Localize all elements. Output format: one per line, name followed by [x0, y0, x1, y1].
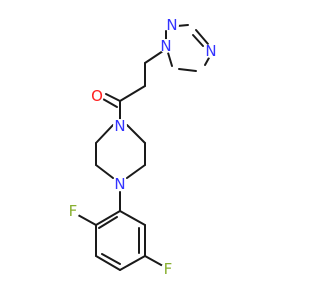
bond-ar-f1 [77, 214, 97, 226]
atom-n-piperazine-2: N [113, 175, 127, 193]
piperazine-ring [95, 124, 146, 179]
bond-ch2-carbonyl [119, 85, 146, 102]
atom-label-n-piperazine-2: N [114, 175, 125, 193]
atom-label-f-ortho: F [69, 202, 78, 220]
atom-n-triazole-3: N [165, 16, 179, 34]
bond-ar-3 [95, 255, 121, 271]
bond-ar-f2 [144, 255, 164, 267]
bond-n2-c [178, 68, 197, 72]
atom-o-carbonyl: O [90, 87, 104, 105]
atom-label-f-meta: F [164, 260, 173, 278]
bond-ar-1 [95, 210, 121, 226]
atom-label-n-triazole-2: N [205, 42, 216, 60]
bond-pip-1 [126, 124, 146, 144]
propanoyl-linker [102, 50, 164, 121]
difluorophenyl-ring [77, 210, 164, 271]
atom-label-o-carbonyl: O [91, 87, 103, 105]
molecule-svg: N N N N N O F [66, 16, 218, 278]
atom-label-n-triazole-1: N [160, 37, 171, 55]
atom-label-n-piperazine-1: N [114, 117, 125, 135]
molecule-structure-diagram: N N N N N O F [66, 16, 218, 278]
atom-labels: N N N N N O F [66, 16, 218, 278]
bond-pip-4 [95, 124, 114, 144]
bond-n3-c-outer [195, 29, 209, 45]
bond-ar-1-inner [98, 216, 118, 229]
atom-n-piperazine-1: N [113, 117, 127, 135]
bond-n3-c-inner [192, 34, 204, 47]
bond-ar-6 [119, 210, 146, 226]
atom-n-triazole-2: N [204, 42, 218, 60]
triazole-ring [165, 24, 211, 72]
bond-carbonyl-o-outer [105, 93, 121, 102]
bond-n1-ch2 [144, 50, 164, 64]
bond-ar-4 [119, 255, 146, 271]
bond-pip-6 [95, 164, 114, 179]
atom-label-n-triazole-3: N [166, 16, 177, 34]
atom-f-meta: F [161, 260, 175, 278]
bond-pip-3 [126, 164, 146, 179]
atom-f-ortho: F [66, 202, 80, 220]
atom-n-triazole-1: N [159, 37, 173, 55]
bond-ar-3-inner [101, 253, 121, 265]
bond-carbonyl-o-inner [102, 98, 118, 108]
